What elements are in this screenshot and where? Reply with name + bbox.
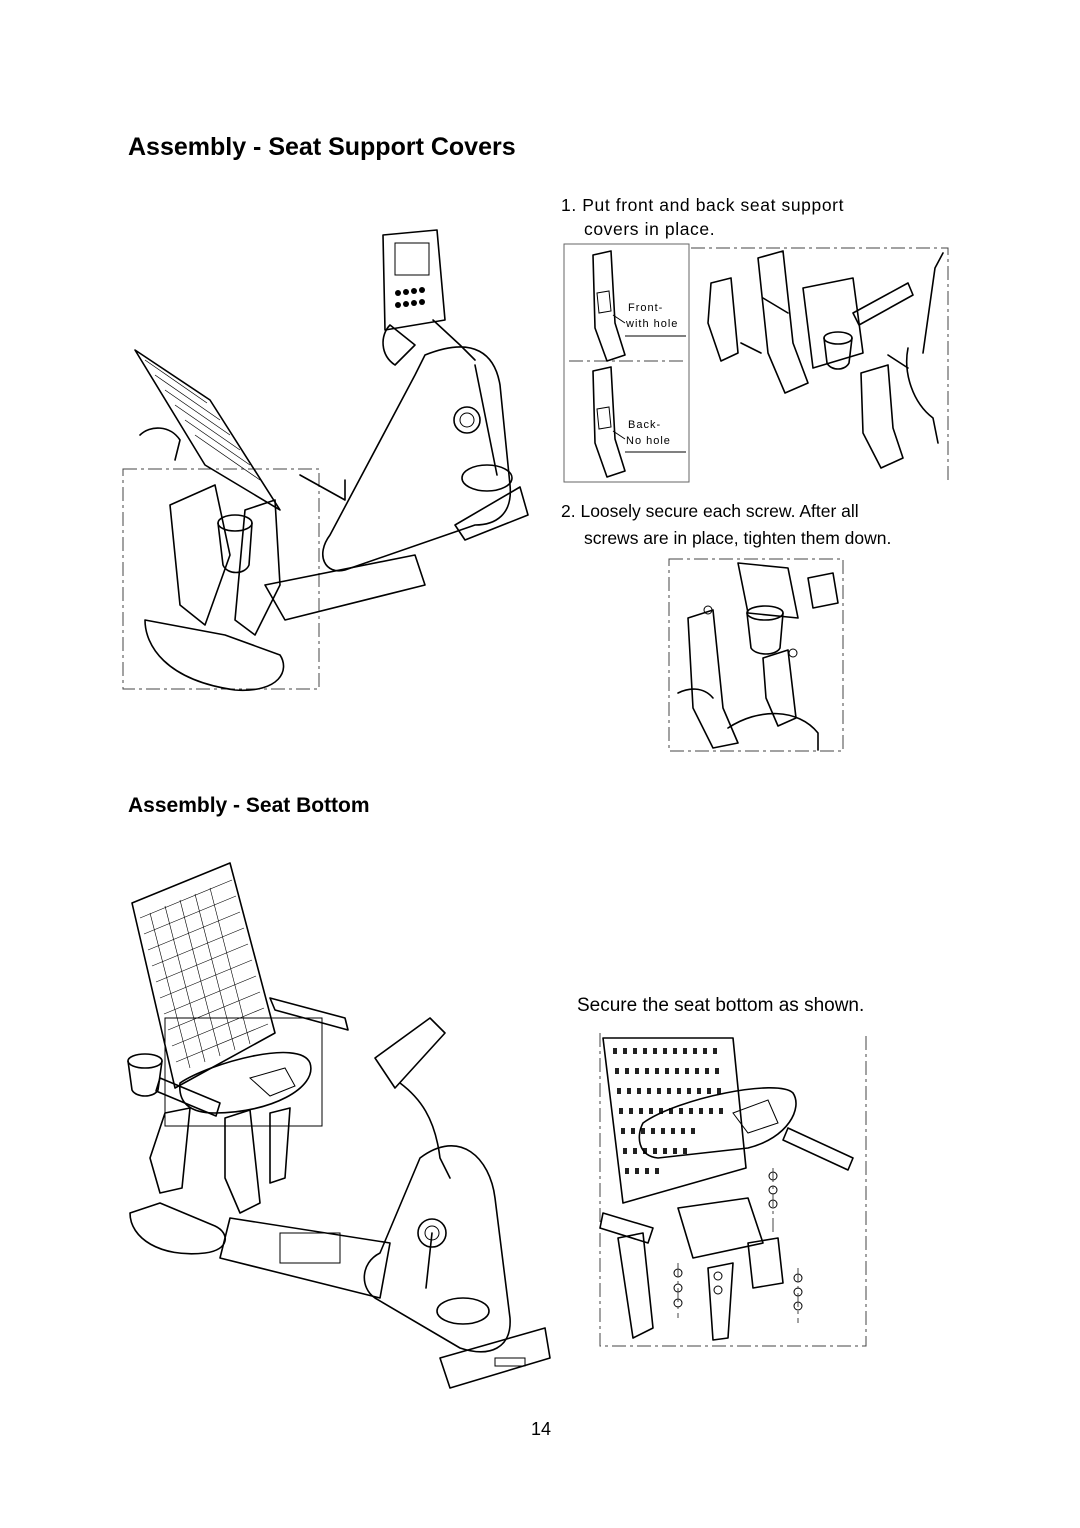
recumbent-bike-seat-bottom-illustration (127, 862, 551, 1389)
recumbent-bike-seat-covers-illustration (122, 229, 529, 691)
seat-support-covers-detail-image (563, 243, 949, 483)
seat-bottom-detail-image (599, 1033, 867, 1347)
label-back-no-hole-line1: Back- (628, 419, 662, 431)
step2-text-cont: screws are in place, tighten them down. (584, 528, 892, 548)
step1-text-cont: covers in place. (584, 219, 716, 239)
seat-bottom-caption: Secure the seat bottom as shown. (577, 995, 865, 1016)
screw-tightening-detail-image (668, 558, 844, 752)
section-title-seat-bottom: Assembly - Seat Bottom (128, 794, 370, 817)
section-title-seat-support-covers: Assembly - Seat Support Covers (128, 133, 516, 161)
label-front-with-hole-line2: with hole (626, 318, 679, 330)
page-number: 14 (531, 1419, 552, 1439)
label-front-with-hole-line1: Front- (628, 302, 664, 314)
step2-text: 2. Loosely secure each screw. After all (561, 501, 859, 521)
label-back-no-hole-line2: No hole (626, 435, 671, 447)
step1-text: 1. Put front and back seat support (561, 195, 845, 215)
